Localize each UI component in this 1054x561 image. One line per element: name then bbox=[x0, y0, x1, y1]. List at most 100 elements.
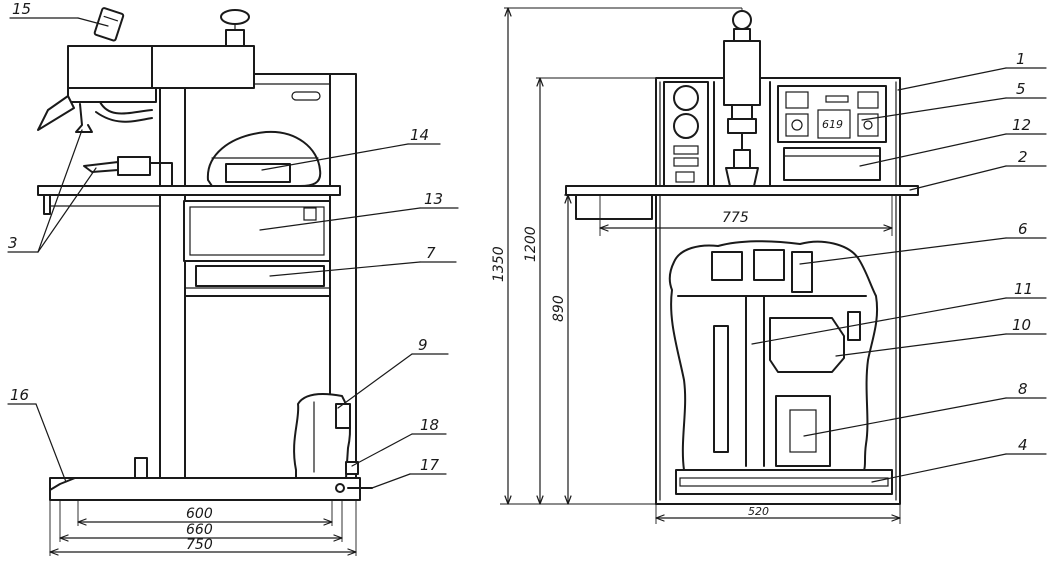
front-valve-block bbox=[769, 317, 845, 373]
side-lower-electrode bbox=[83, 161, 119, 173]
leader-12 bbox=[859, 133, 1007, 167]
side-base-stop bbox=[134, 457, 148, 479]
side-cabinet-handle bbox=[291, 91, 321, 101]
front-gauge-neck bbox=[733, 28, 751, 42]
front-base-tray bbox=[675, 469, 893, 495]
leader-13 bbox=[259, 207, 421, 231]
front-knob-panel bbox=[785, 113, 809, 137]
dim-arrows-750 bbox=[49, 548, 357, 556]
front-dial-top bbox=[673, 85, 699, 111]
callout-16: 16 bbox=[10, 386, 29, 404]
leader-15b bbox=[77, 17, 109, 27]
side-base-plate bbox=[49, 477, 361, 501]
leader-9 bbox=[337, 353, 413, 409]
callout-15: 15 bbox=[12, 0, 31, 18]
front-readout: 619 bbox=[822, 118, 843, 131]
front-lower-panel bbox=[783, 147, 881, 181]
front-clamp-upper bbox=[727, 118, 757, 134]
side-knob-stem bbox=[225, 29, 245, 47]
callout-8: 8 bbox=[1018, 380, 1028, 398]
dim-1200: 1200 bbox=[523, 226, 539, 262]
callout-6: 6 bbox=[1018, 220, 1028, 238]
side-table-top bbox=[37, 185, 341, 196]
side-lower-arm-link bbox=[149, 162, 173, 187]
front-display-b bbox=[825, 95, 849, 103]
side-control-box-switch bbox=[303, 207, 317, 221]
front-pump-inner bbox=[789, 409, 817, 453]
dim-660: 660 bbox=[186, 522, 213, 538]
leader-8 bbox=[803, 397, 1007, 437]
side-control-box-inner bbox=[189, 206, 325, 256]
side-cabinet bbox=[159, 73, 357, 479]
leader-14 bbox=[261, 143, 409, 171]
side-head-lower bbox=[67, 87, 157, 103]
front-electrode-lower bbox=[725, 167, 759, 187]
front-upper-unit-c bbox=[791, 251, 813, 293]
leader-5 bbox=[861, 97, 1007, 121]
side-gauge bbox=[93, 7, 125, 42]
leader-11 bbox=[751, 297, 1007, 345]
front-upper-unit-b bbox=[753, 249, 785, 281]
front-view: 619 bbox=[491, 7, 1047, 524]
front-button-row-1 bbox=[673, 145, 699, 155]
front-cylinder bbox=[723, 40, 761, 106]
leader-4 bbox=[871, 453, 1007, 483]
callout-3: 3 bbox=[8, 234, 18, 252]
side-gauge-body bbox=[93, 7, 125, 42]
dim-arrows-890 bbox=[564, 194, 572, 505]
front-knob bbox=[791, 119, 803, 131]
front-base-tray-inner bbox=[679, 477, 889, 487]
front-table-top bbox=[565, 185, 919, 196]
front-readout-box bbox=[817, 109, 851, 139]
dim-750: 750 bbox=[186, 537, 213, 553]
side-table-bracket-left bbox=[43, 194, 51, 215]
front-switch bbox=[863, 120, 873, 130]
front-upper-unit-a bbox=[711, 251, 743, 281]
dim-890: 890 bbox=[551, 295, 567, 322]
callout-2: 2 bbox=[1018, 148, 1028, 166]
side-item-17 bbox=[335, 483, 345, 493]
dim-arrows-660 bbox=[59, 534, 343, 542]
side-shelf-unit bbox=[195, 265, 325, 287]
leader-7 bbox=[269, 261, 421, 277]
front-tank bbox=[713, 325, 729, 453]
callout-9: 9 bbox=[418, 336, 428, 354]
callout-4: 4 bbox=[1018, 436, 1028, 454]
dim-arrows-520 bbox=[655, 514, 901, 522]
front-left-slot bbox=[675, 171, 695, 183]
front-switch-panel bbox=[857, 113, 879, 137]
side-gauge-mark bbox=[103, 15, 119, 22]
callout-1: 1 bbox=[1016, 50, 1026, 68]
front-gauge bbox=[732, 10, 752, 30]
front-display-a bbox=[785, 91, 809, 109]
side-control-box bbox=[183, 200, 331, 262]
callout-7: 7 bbox=[426, 244, 436, 262]
callout-17: 17 bbox=[420, 456, 440, 474]
dim-arrows-1350 bbox=[504, 7, 512, 505]
front-drawer bbox=[575, 194, 653, 220]
leader-3a bbox=[37, 129, 83, 253]
front-electrode-tip bbox=[733, 149, 751, 169]
front-dial-bottom bbox=[673, 113, 699, 139]
dim-arrows-600 bbox=[77, 518, 333, 526]
leader-6 bbox=[799, 237, 1007, 265]
dim-arrows-775 bbox=[599, 224, 893, 232]
callout-10: 10 bbox=[1012, 316, 1031, 334]
front-cylinder-rod bbox=[731, 104, 753, 120]
side-lower-arm-block bbox=[117, 156, 151, 176]
side-head-housing bbox=[67, 45, 255, 89]
side-transformer bbox=[225, 163, 291, 183]
leader-3b bbox=[37, 167, 97, 253]
dim-arrows-1200 bbox=[536, 77, 544, 505]
side-cable-upper bbox=[99, 101, 153, 115]
side-upper-electrode bbox=[37, 95, 75, 131]
dim-600: 600 bbox=[186, 506, 213, 522]
dim-775: 775 bbox=[722, 210, 749, 226]
side-cable-lower bbox=[95, 111, 153, 123]
callout-13: 13 bbox=[424, 190, 443, 208]
leader-17 bbox=[371, 473, 411, 489]
leader-18 bbox=[351, 433, 413, 467]
callout-14: 14 bbox=[410, 126, 429, 144]
side-knob bbox=[220, 9, 250, 25]
